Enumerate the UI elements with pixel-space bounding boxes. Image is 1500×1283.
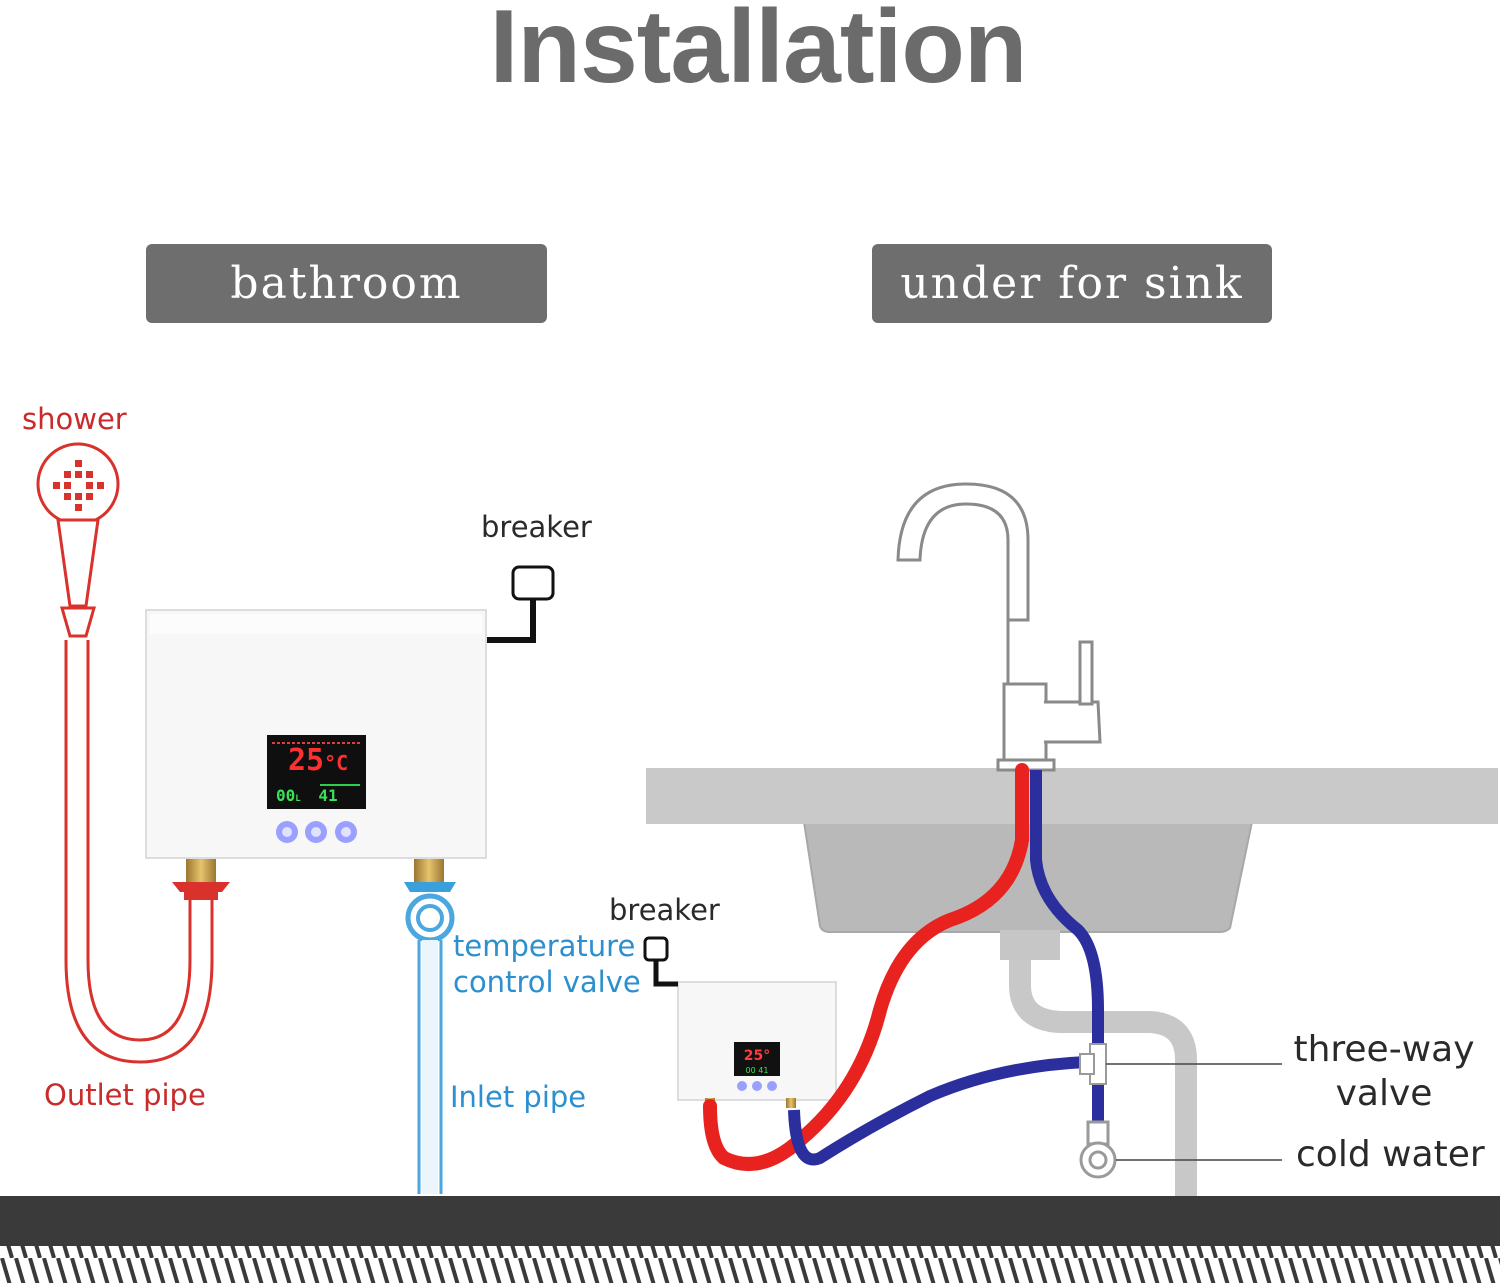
section-label-bathroom: bathroom <box>146 244 547 323</box>
inlet-pipe <box>404 858 456 1194</box>
label-shower: shower <box>22 402 127 436</box>
sink-basin <box>802 821 1254 933</box>
section-label-under-sink: under for sink <box>872 244 1272 323</box>
label-three-way-valve: three-way valve <box>1289 1028 1479 1116</box>
label-cold-water: cold water <box>1296 1134 1485 1175</box>
lcd-setting: 41 <box>318 786 338 805</box>
lcd-display <box>267 735 366 809</box>
label-temperature-control-valve-line1: temperature <box>453 929 636 963</box>
cold-water-valve-icon <box>1079 1120 1117 1179</box>
lcd-temperature-unit: °C <box>324 751 349 775</box>
lcd-temperature: 25 <box>288 743 325 778</box>
outlet-hose <box>64 640 214 1064</box>
floor-hatch <box>0 1246 1500 1283</box>
cold-water-hose <box>1030 770 1104 1046</box>
label-three-way-valve-line1: three-way <box>1293 1029 1475 1070</box>
outlet-fitting <box>172 858 230 900</box>
cold-water-hose-to-heater <box>788 1056 1087 1166</box>
water-heater-unit <box>145 609 487 859</box>
countertop <box>646 768 1498 824</box>
label-breaker-right: breaker <box>609 893 720 927</box>
three-way-valve-icon <box>1079 1043 1107 1085</box>
label-breaker-left: breaker <box>481 510 592 544</box>
label-temperature-control-valve: temperature control valve <box>453 928 641 1000</box>
breaker-left-icon <box>487 565 555 643</box>
label-temperature-control-valve-line2: control valve <box>453 965 641 999</box>
drain-pipe <box>1009 958 1197 1196</box>
water-heater-unit-small: 25° 00 41 <box>677 981 837 1108</box>
svg-text:25°: 25° <box>744 1048 770 1064</box>
hot-water-hose <box>703 763 1029 1171</box>
lcd-flow: 00 <box>276 786 296 805</box>
breaker-right-icon <box>643 936 678 987</box>
faucet <box>896 482 1102 772</box>
label-three-way-valve-line2: valve <box>1335 1073 1433 1114</box>
shower-head-icon <box>36 442 120 638</box>
label-inlet-pipe: Inlet pipe <box>450 1080 587 1114</box>
svg-text:00 41: 00 41 <box>746 1066 769 1075</box>
lcd-flow-unit: L <box>295 794 301 804</box>
label-outlet-pipe: Outlet pipe <box>44 1078 206 1112</box>
floor <box>0 1196 1500 1246</box>
page-title: Installation <box>489 0 1028 105</box>
